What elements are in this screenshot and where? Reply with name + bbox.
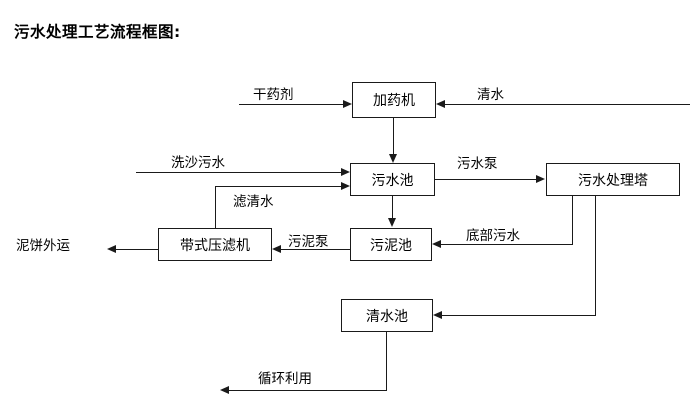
arrowhead-wastewater-pool-to-sludge-pool (387, 218, 396, 227)
edge-recycle-reuse (229, 390, 387, 391)
edge-sand-wash-to-wastewater-pool (136, 172, 342, 173)
arrowhead-sand-wash-to-wastewater-pool (341, 167, 350, 176)
arrowhead-dry-chemical-to-dosing-machine (343, 99, 352, 108)
edge-wastewater-pool-to-sludge-pool (392, 196, 393, 218)
edge-sludge-pool-to-belt-filter-press (281, 249, 350, 250)
arrowhead-clean-water-to-dosing-machine (436, 99, 445, 108)
edge-filtered-clear-water-riser (215, 186, 216, 228)
edge-label-sludge-pump: 污泥泵 (288, 234, 329, 250)
edge-label-wastewater-pump: 污水泵 (457, 156, 498, 172)
arrowhead-dosing-machine-to-wastewater-pool (388, 154, 397, 163)
edge-recycle-riser (386, 332, 387, 390)
edge-treatment-tower-to-clean-water-pool-riser (595, 196, 596, 315)
node-clean-water-pool[interactable]: 清水池 (341, 299, 433, 332)
edge-wastewater-pool-to-treatment-tower (435, 179, 537, 180)
edge-label-bottom-wastewater: 底部污水 (466, 228, 520, 244)
arrowhead-bottom-wastewater-to-sludge-pool (432, 239, 441, 248)
arrowhead-sludge-pool-to-belt-filter-press (272, 244, 281, 253)
terminal-label-sand-wash-wastewater: 洗沙污水 (171, 155, 225, 171)
edge-label-filtered-clear-water: 滤清水 (233, 194, 274, 210)
edge-bottom-wastewater-riser (572, 196, 573, 244)
arrowhead-recycle-reuse (220, 385, 229, 394)
edge-label-recycle-reuse: 循环利用 (258, 371, 312, 387)
node-wastewater-pool[interactable]: 污水池 (350, 163, 435, 196)
arrowhead-belt-filter-press-to-mud-cake-out (107, 244, 116, 253)
arrowhead-treatment-tower-to-clean-water-pool (433, 310, 442, 319)
node-belt-filter-press[interactable]: 带式压滤机 (158, 228, 272, 261)
arrowhead-filtered-clear-water-to-wastewater-pool (341, 181, 350, 190)
node-dosing-machine[interactable]: 加药机 (352, 82, 436, 118)
node-treatment-tower[interactable]: 污水处理塔 (546, 163, 680, 196)
edge-dosing-machine-to-wastewater-pool (393, 118, 394, 154)
edge-belt-filter-press-to-mud-cake-out (116, 249, 158, 250)
edge-treatment-tower-to-clean-water-pool (442, 315, 596, 316)
terminal-label-dry-chemical: 干药剂 (253, 87, 294, 103)
edge-clean-water-to-dosing-machine (445, 104, 690, 105)
terminal-label-clean-water-in: 清水 (477, 87, 504, 103)
edge-bottom-wastewater-to-sludge-pool (441, 244, 573, 245)
page-title: 污水处理工艺流程框图: (14, 23, 181, 41)
edge-filtered-clear-water-to-wastewater-pool (215, 186, 342, 187)
node-sludge-pool[interactable]: 污泥池 (350, 228, 432, 261)
arrowhead-wastewater-pool-to-treatment-tower (536, 174, 545, 183)
terminal-label-mud-cake-out: 泥饼外运 (16, 238, 70, 254)
edge-dry-chemical-to-dosing-machine (239, 104, 344, 105)
